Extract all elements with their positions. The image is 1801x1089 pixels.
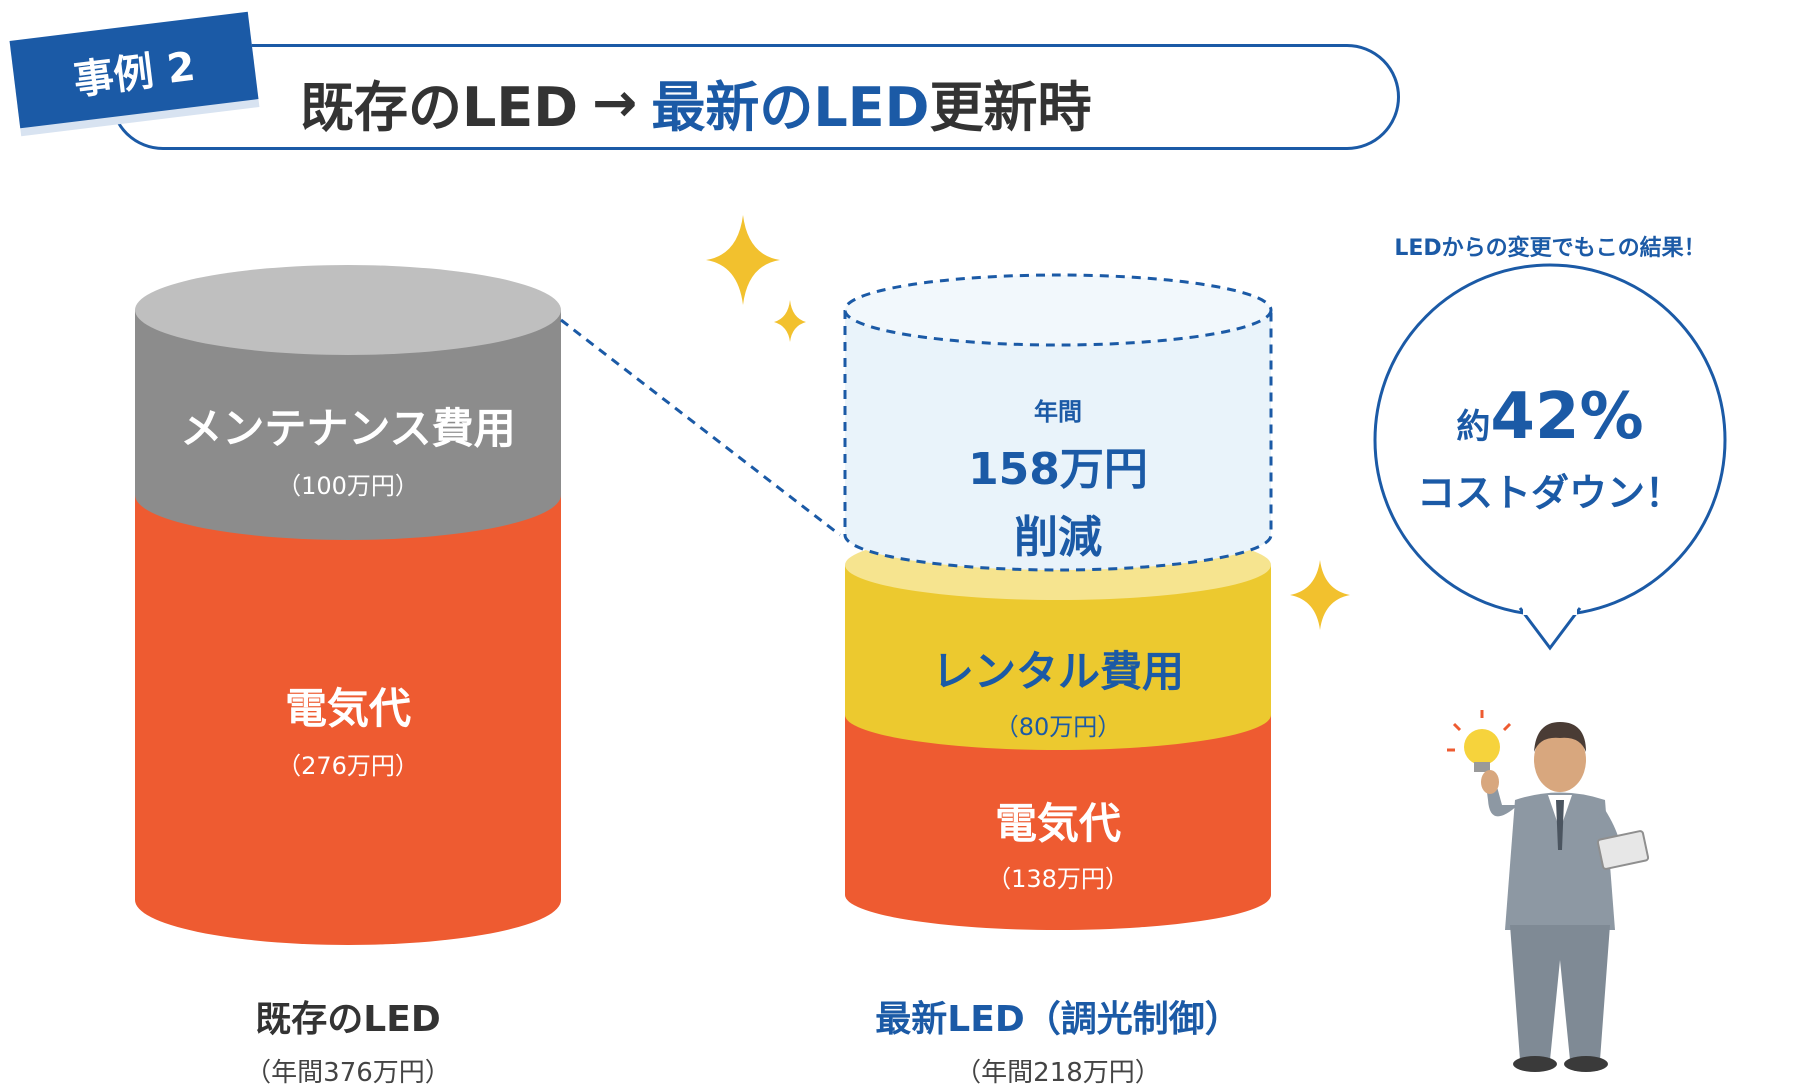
lightbulb-icon [1464, 729, 1500, 765]
savings-segment [845, 310, 1271, 570]
bubble-percent: 42% [1490, 380, 1644, 454]
existing-caption-block: 既存のLED （年間376万円） [135, 990, 561, 1089]
rental-label: レンタル費用 [931, 647, 1184, 696]
result-bubble [1373, 263, 1727, 651]
title-existing: 既存のLED [300, 75, 579, 139]
rental-value: （80万円） [994, 713, 1122, 741]
title-new: 最新のLED [651, 75, 930, 139]
arrow-icon: → [592, 70, 638, 134]
new-cylinder [843, 273, 1273, 930]
businessman-illustration [1447, 710, 1650, 1072]
bubble-main-text: 約42% [1390, 380, 1710, 454]
existing-caption: 既存のLED [255, 999, 441, 1040]
page-title: 既存のLED → 最新のLED 更新時 [300, 62, 1092, 142]
existing-electricity-label: 電気代 [284, 684, 411, 733]
title-tail: 更新時 [929, 75, 1092, 139]
savings-prefix: 年間 [1034, 398, 1082, 426]
bubble-line2: コストダウン！ [1416, 471, 1683, 515]
existing-electricity-label-block: 電気代 （276万円） [135, 675, 561, 781]
savings-suffix: 削減 [1014, 512, 1102, 563]
new-caption-sub: （年間218万円） [955, 1058, 1161, 1088]
new-electricity-label: 電気代 [994, 799, 1121, 848]
new-electricity-label-block: 電気代 （138万円） [845, 790, 1271, 894]
sparkle-icon [706, 215, 1350, 630]
bubble-arc-text: LEDからの変更でもこの結果！ [1394, 236, 1706, 261]
bubble-prefix: 約 [1456, 407, 1491, 447]
new-caption-block: 最新LED（調光制御） （年間218万円） [815, 990, 1301, 1089]
existing-maintenance-label: メンテナンス費用 [180, 404, 516, 453]
existing-cylinder [135, 265, 561, 945]
savings-top [843, 273, 1273, 347]
existing-maintenance-label-block: メンテナンス費用 （100万円） [135, 395, 561, 501]
savings-amount: 158万円 [968, 444, 1148, 495]
savings-label-block: 年間 158万円 削減 [845, 392, 1271, 565]
existing-electricity-segment [135, 495, 561, 945]
new-rental-segment [845, 565, 1271, 750]
existing-cylinder-top [135, 265, 561, 355]
existing-caption-sub: （年間376万円） [245, 1058, 451, 1088]
existing-maintenance-segment [135, 310, 561, 540]
connector-line [560, 318, 841, 537]
existing-maintenance-value: （100万円） [277, 472, 419, 500]
existing-electricity-value: （276万円） [277, 752, 419, 780]
new-electricity-segment [845, 715, 1271, 930]
new-electricity-value: （138万円） [987, 865, 1129, 893]
new-caption: 最新LED（調光制御） [875, 999, 1241, 1040]
header-banner [110, 44, 1400, 150]
rental-label-block: レンタル費用 （80万円） [845, 638, 1271, 742]
